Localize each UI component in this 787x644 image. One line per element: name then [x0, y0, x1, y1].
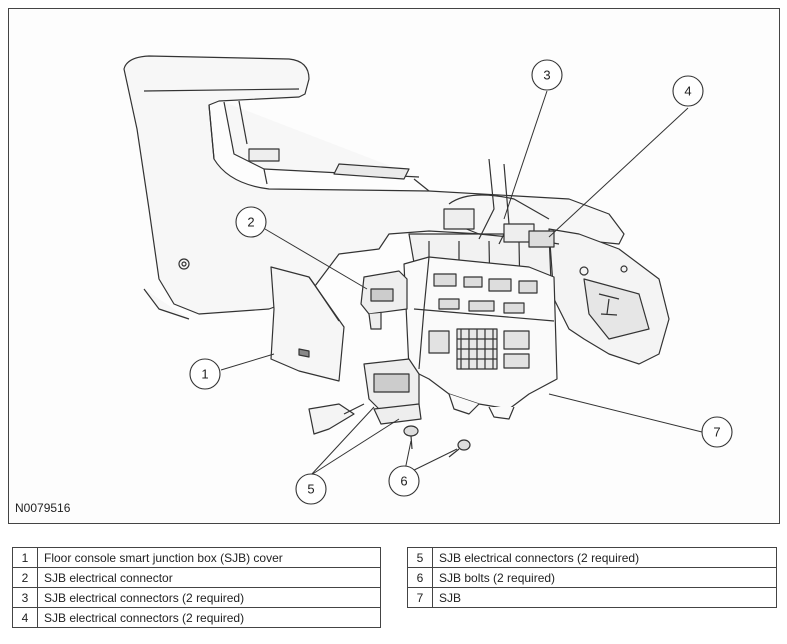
connectors-5: [308, 358, 422, 435]
legend-desc: Floor console smart junction box (SJB) c…: [37, 547, 381, 568]
callout-circle-5: [295, 473, 327, 505]
legend-num: 3: [12, 587, 38, 608]
callout-circle-6: [388, 465, 420, 497]
legend-table-right: 5 SJB electrical connectors (2 required)…: [407, 547, 777, 608]
legend-num: 5: [407, 547, 433, 568]
callout-circle-2: [235, 206, 267, 238]
legend-row: 2 SJB electrical connector: [12, 567, 381, 588]
legend-num: 6: [407, 567, 433, 588]
legend-desc: SJB electrical connectors (2 required): [37, 607, 381, 628]
legend-row: 1 Floor console smart junction box (SJB)…: [12, 547, 381, 568]
callout-circle-3: [531, 59, 563, 91]
callout-label-3: 3: [543, 68, 550, 83]
exploded-diagram: 1 2 3 4 5 6 7: [123, 55, 733, 505]
sjb-module: [403, 256, 558, 420]
callout-label-7: 7: [713, 425, 720, 440]
sjb-cover: [270, 266, 345, 382]
callout-circle-4: [672, 75, 704, 107]
callout-circle-7: [701, 416, 733, 448]
legend-desc: SJB electrical connector: [37, 567, 381, 588]
legend-row: 7 SJB: [407, 587, 777, 608]
legend-row: 3 SJB electrical connectors (2 required): [12, 587, 381, 608]
callout-circle-1: [189, 358, 221, 390]
legend-desc: SJB: [432, 587, 777, 608]
wiring-harness: [443, 158, 560, 248]
callout-label-4: 4: [684, 84, 691, 99]
bolts-6: [403, 425, 471, 458]
legend-row: 6 SJB bolts (2 required): [407, 567, 777, 588]
callout-label-1: 1: [201, 367, 208, 382]
legend-row: 5 SJB electrical connectors (2 required): [407, 547, 777, 568]
legend-num: 1: [12, 547, 38, 568]
legend-desc: SJB electrical connectors (2 required): [432, 547, 777, 568]
legend-desc: SJB electrical connectors (2 required): [37, 587, 381, 608]
legend-num: 7: [407, 587, 433, 608]
legend-num: 4: [12, 607, 38, 628]
legend-row: 4 SJB electrical connectors (2 required): [12, 607, 381, 628]
floor-console: [123, 55, 625, 320]
legend-desc: SJB bolts (2 required): [432, 567, 777, 588]
legend-num: 2: [12, 567, 38, 588]
diagram-frame: 1 2 3 4 5 6 7 N0079516: [8, 8, 780, 524]
figure-id: N0079516: [15, 501, 71, 515]
callout-label-5: 5: [307, 482, 314, 497]
legend-table-left: 1 Floor console smart junction box (SJB)…: [12, 547, 381, 628]
callout-label-6: 6: [400, 474, 407, 489]
callout-label-2: 2: [247, 215, 254, 230]
connector-2: [360, 270, 408, 330]
